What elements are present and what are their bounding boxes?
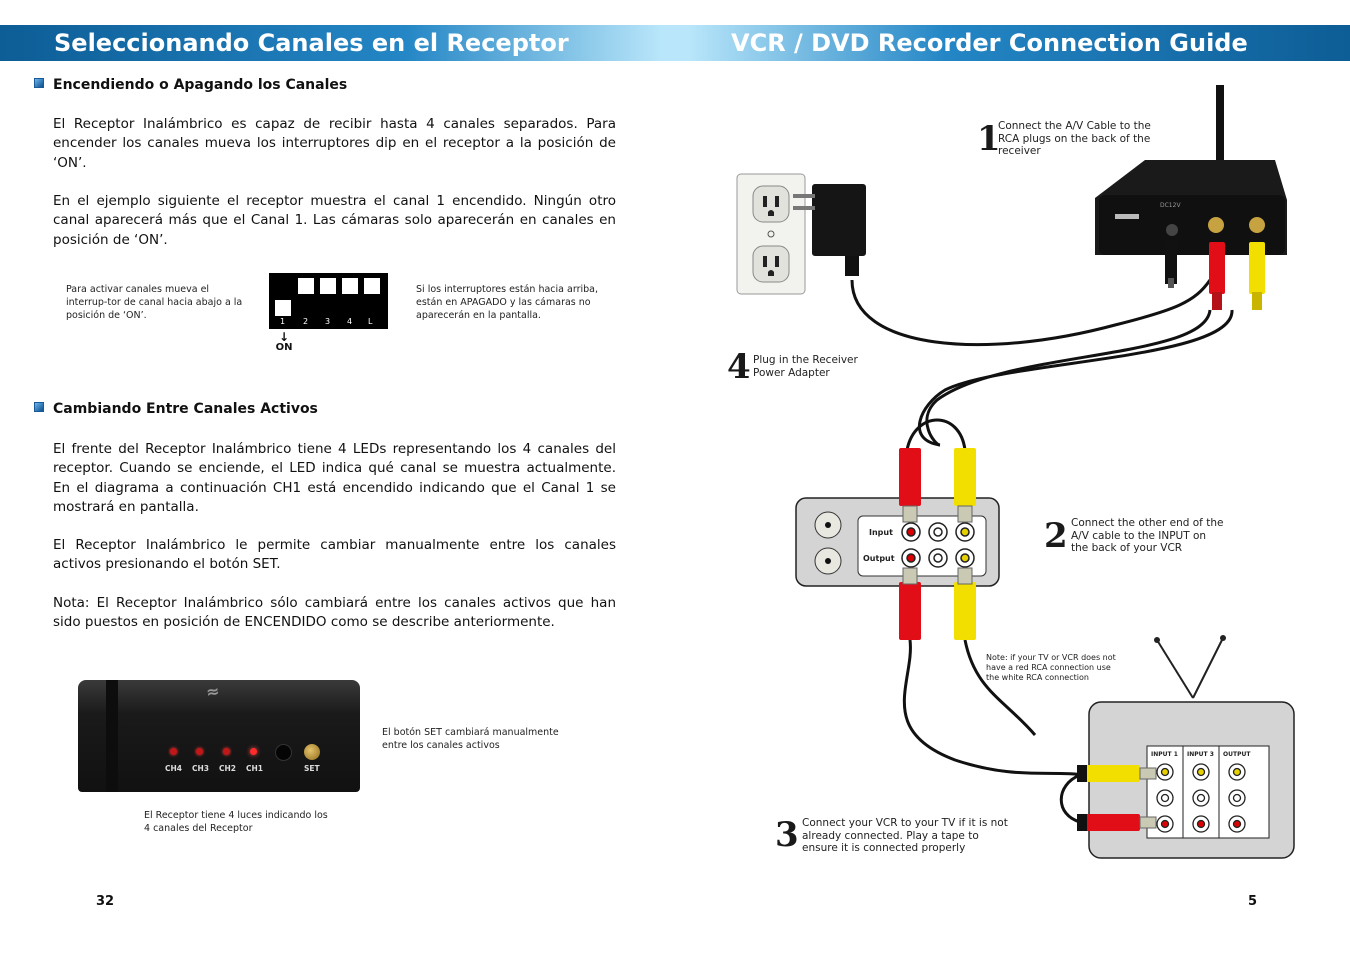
dip-switch-illustration: 1 2 3 4 L — [269, 273, 388, 329]
av-cable-loop — [905, 418, 967, 451]
right-page-title: VCR / DVD Recorder Connection Guide — [731, 29, 1248, 57]
arrow-down-icon: ↓ — [278, 330, 290, 344]
dip-switch-l-off — [364, 278, 380, 294]
vcr-back-panel: Input Output — [795, 448, 1000, 640]
receiver-back: DC12V — [1095, 85, 1287, 310]
led-ch1 — [250, 748, 257, 755]
power-adapter — [793, 184, 866, 276]
led-ch2 — [223, 748, 230, 755]
receiver-front-photo: ≈ CH4 CH3 CH2 CH1 SET — [78, 680, 360, 792]
step-4-text: Plug in the Receiver Power Adapter — [753, 354, 858, 379]
paragraph: En el ejemplo siguiente el receptor mues… — [53, 193, 616, 248]
vcr-input-label: Input — [869, 528, 893, 537]
vcr-to-tv-cable — [902, 639, 1086, 777]
vcr-output-label: Output — [863, 554, 895, 563]
dc12v-label: DC12V — [1160, 202, 1181, 209]
power-cable — [850, 279, 1212, 347]
set-button-note: El botón SET cambiará manualmente entre … — [382, 727, 559, 751]
step-2-text: Connect the other end of the A/V cable t… — [1071, 517, 1224, 554]
ir-sensor — [275, 744, 292, 761]
square-bullet-icon — [34, 78, 44, 88]
dip-off-note: Si los interruptores están hacia arriba,… — [416, 284, 598, 321]
step-3-number: 3 — [775, 815, 799, 855]
section-heading-active-channels: Cambiando Entre Canales Activos — [34, 401, 318, 417]
led-label: CH4 — [165, 764, 182, 773]
on-label: ON — [275, 342, 293, 353]
dip-switch-1-on — [275, 300, 291, 316]
paragraph: El Receptor Inalámbrico le permite cambi… — [53, 537, 616, 573]
led-ch3 — [196, 748, 203, 755]
paragraph: El Receptor Inalámbrico es capaz de reci… — [53, 116, 616, 171]
antenna — [1216, 85, 1224, 195]
dip-label: 1 — [280, 317, 286, 326]
step-2-number: 2 — [1044, 516, 1068, 556]
connection-diagram: DC12V Input Output — [736, 85, 1295, 859]
tv-back-panel: INPUT 1 INPUT 3 OUTPUT — [1077, 635, 1295, 859]
paragraph: El frente del Receptor Inalámbrico tiene… — [53, 441, 616, 515]
dip-label: 2 — [303, 317, 309, 326]
page-number-right: 5 — [1248, 894, 1258, 909]
tv-input3-label: INPUT 3 — [1187, 751, 1214, 758]
dip-label: 3 — [325, 317, 331, 326]
section-heading-text: Cambiando Entre Canales Activos — [53, 401, 318, 417]
led-label: CH2 — [219, 764, 236, 773]
section-heading-text: Encendiendo o Apagando los Canales — [53, 77, 348, 93]
square-bullet-icon — [34, 402, 44, 412]
on-indicator: ↓ ON — [274, 330, 294, 353]
section-heading-channels-on-off: Encendiendo o Apagando los Canales — [34, 77, 347, 93]
dip-label: 4 — [347, 317, 353, 326]
dip-switch-2-off — [298, 278, 314, 294]
step-1-text: Connect the A/V Cable to the RCA plugs o… — [998, 120, 1151, 157]
step-4-number: 4 — [727, 347, 751, 387]
led-label: CH3 — [192, 764, 209, 773]
wall-outlet — [736, 173, 806, 295]
red-rca-note: Note: if your TV or VCR does not have a … — [986, 653, 1116, 682]
antenna — [106, 680, 118, 792]
step-3-text: Connect your VCR to your TV if it is not… — [802, 817, 1008, 854]
set-button — [304, 744, 320, 760]
paragraph: Nota: El Receptor Inalámbrico sólo cambi… — [53, 595, 616, 631]
dip-switch-4-off — [342, 278, 358, 294]
dip-switch-3-off — [320, 278, 336, 294]
page-number-left: 32 — [96, 894, 115, 909]
left-page-title: Seleccionando Canales en el Receptor — [54, 29, 569, 57]
tv-output-label: OUTPUT — [1223, 751, 1251, 758]
brand-logo-icon: ≈ — [204, 681, 221, 702]
led-ch4 — [170, 748, 177, 755]
led-label: CH1 — [246, 764, 263, 773]
header-banner: Seleccionando Canales en el Receptor VCR… — [0, 25, 1350, 61]
step-1-number: 1 — [977, 119, 1001, 159]
leds-note: El Receptor tiene 4 luces indicando los … — [144, 810, 328, 834]
set-label: SET — [304, 764, 320, 773]
tv-input1-label: INPUT 1 — [1151, 751, 1178, 758]
dip-instruction-note: Para activar canales mueva el interrup-t… — [66, 284, 243, 321]
dip-label: L — [368, 317, 373, 326]
